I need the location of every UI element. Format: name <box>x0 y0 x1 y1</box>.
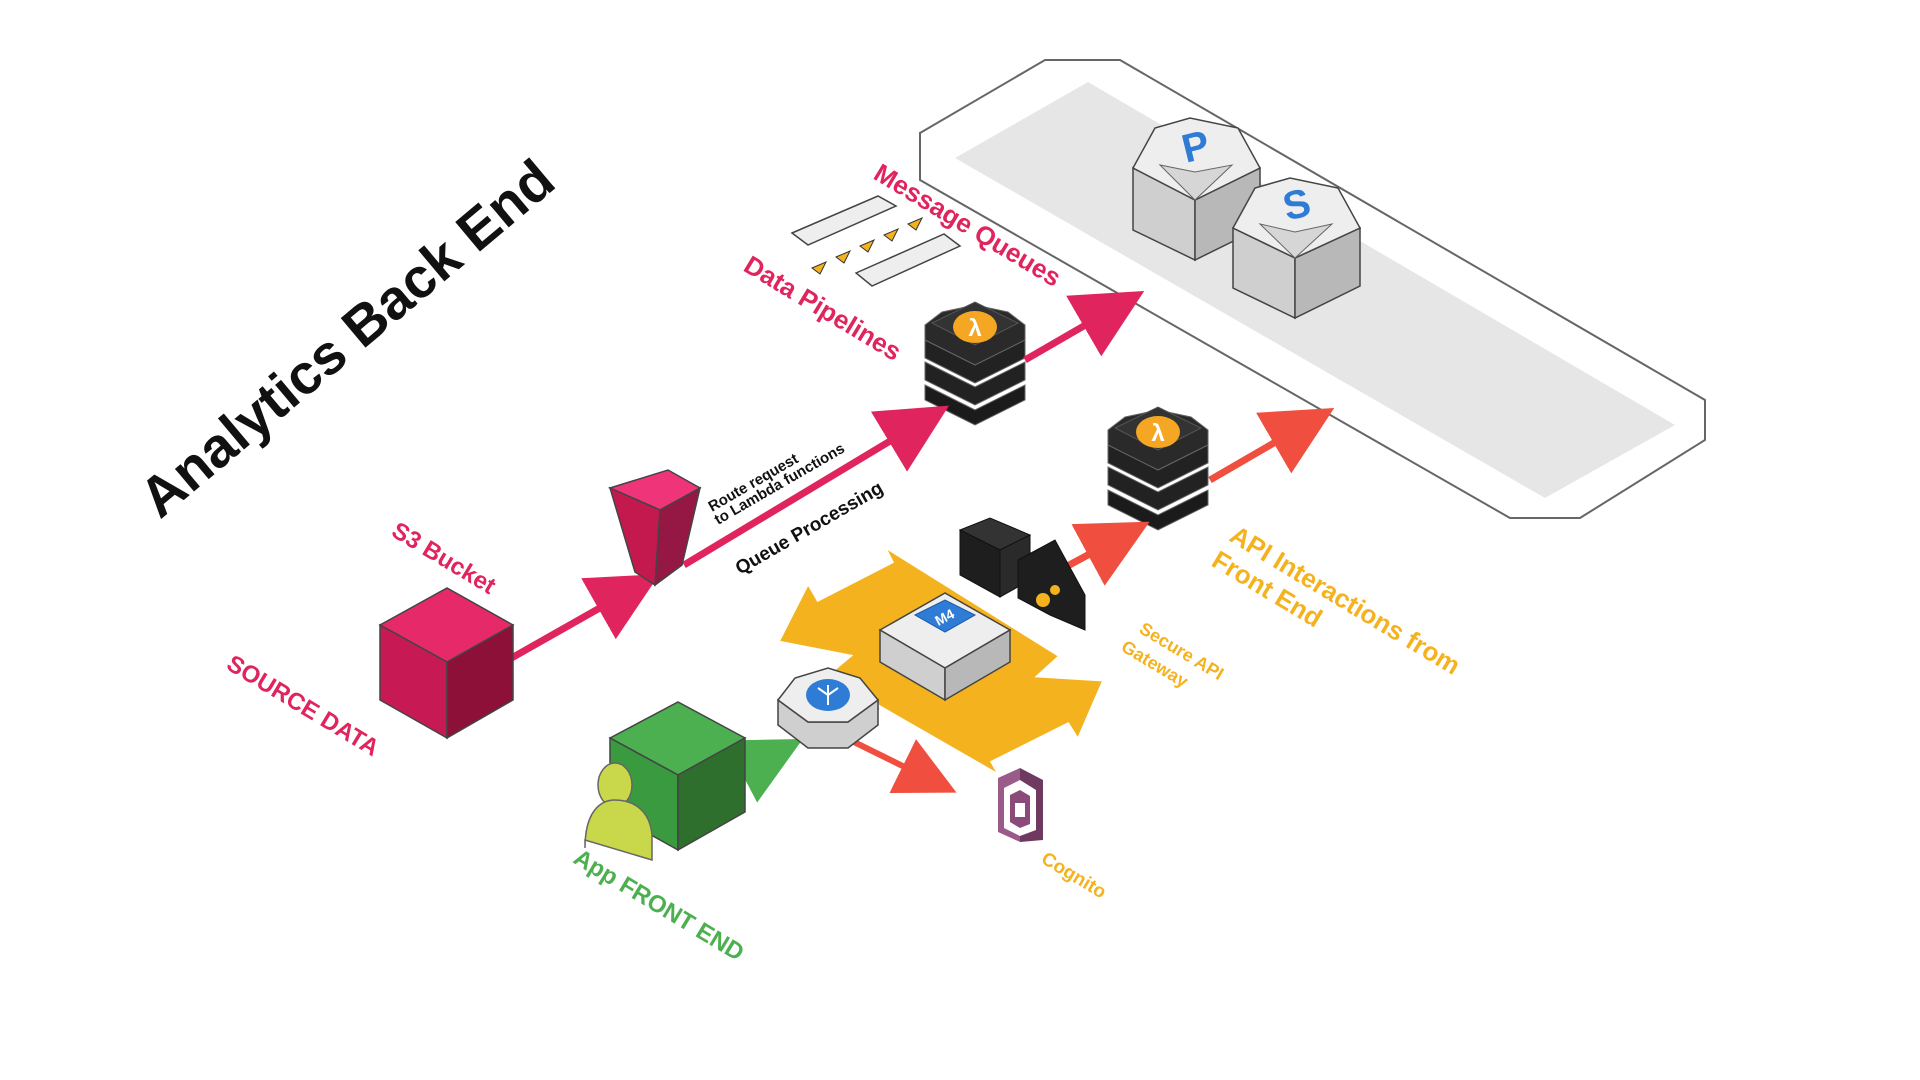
cognito-icon <box>998 768 1043 842</box>
m4-server-block: M4 <box>878 592 1012 702</box>
app-front-end-cube <box>608 701 747 852</box>
arrow-source-to-s3 <box>506 574 660 664</box>
page-title: Analytics Back End <box>127 147 566 529</box>
arrow-s3-to-lambda <box>682 405 949 568</box>
lambda-icon <box>1136 416 1180 448</box>
arrow-api-to-queues <box>1208 407 1335 484</box>
arrow-frontend-to-router <box>724 738 803 803</box>
lambda-stack-api: λ <box>1107 406 1209 531</box>
message-queue-icon <box>790 195 962 287</box>
api-router-octagon <box>776 667 880 749</box>
arrow-router-to-cognito <box>848 737 957 793</box>
arrow-lambda-to-queues <box>1023 290 1145 364</box>
lambda-stack-data-pipelines: λ <box>924 301 1026 426</box>
user-icon <box>584 762 653 862</box>
lambda-icon <box>953 311 997 343</box>
queue-s-block: S <box>1231 177 1362 320</box>
label-app-front-end: App FRONT END <box>569 844 749 967</box>
api-gateway-blocks <box>958 517 1086 631</box>
arrow-gateway-to-lambda <box>1058 521 1150 586</box>
s3-bucket-icon <box>607 469 702 587</box>
source-data-cube <box>378 587 515 740</box>
lambda-glyph: λ <box>968 315 981 342</box>
gear-icon <box>1050 585 1060 595</box>
label-cognito: Cognito <box>1037 848 1109 903</box>
label-source-data: SOURCE DATA <box>222 650 384 762</box>
lambda-glyph: λ <box>1151 420 1164 447</box>
label-s3-bucket: S3 Bucket <box>387 517 500 600</box>
queue-p-block: P <box>1131 117 1262 262</box>
gear-icon <box>1036 593 1050 607</box>
